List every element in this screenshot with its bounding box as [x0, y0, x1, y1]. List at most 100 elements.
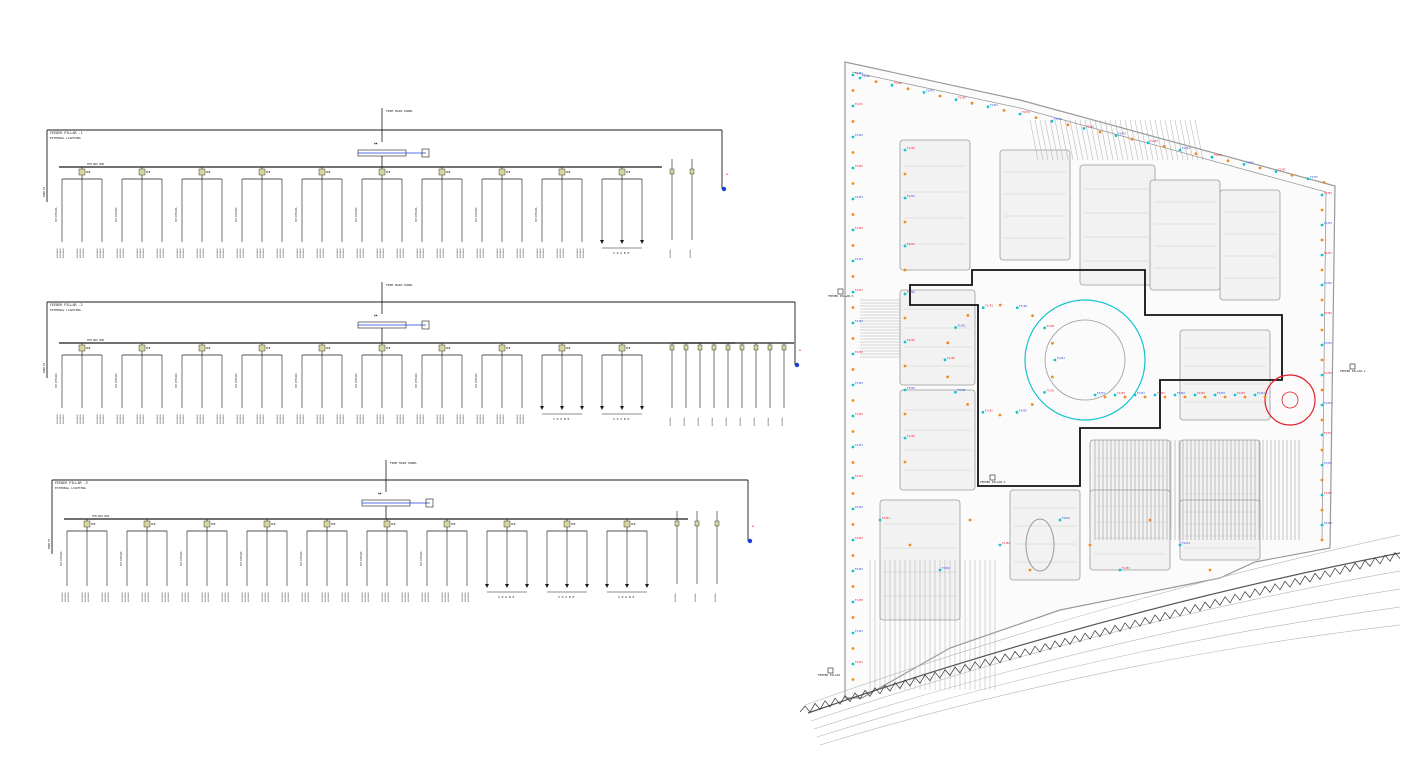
- svg-text:XXXXXXXX: XXXXXXXX: [182, 592, 184, 602]
- svg-text:CKT DETAILS: CKT DETAILS: [175, 207, 178, 222]
- building-block: [999, 149, 1071, 261]
- svg-text:XXXXXXXX: XXXXXXXX: [277, 414, 279, 424]
- svg-text:XXXXXXXX: XXXXXXXX: [237, 414, 239, 424]
- spare-label: S P A R E: [558, 595, 574, 599]
- light-fixture: [968, 518, 972, 522]
- light-fixture: [1123, 395, 1127, 399]
- svg-text:XXXXXXXX: XXXXXXXX: [420, 248, 422, 258]
- svg-text:XXXXXXXX: XXXXXXXX: [477, 414, 479, 424]
- mcb-symbol: [438, 168, 446, 176]
- svg-text:XXXXXXXX: XXXXXXXX: [402, 592, 404, 602]
- light-fixture: [890, 83, 894, 87]
- circuit-tag: F1/R1: [855, 71, 863, 75]
- light-fixture: [851, 337, 855, 340]
- svg-text:MCB: MCB: [331, 523, 336, 526]
- circuit-tag: F3/R3: [907, 386, 915, 390]
- arrow-head: [625, 584, 629, 588]
- svg-text:XXXXXXXX: XXXXXXXX: [465, 592, 467, 602]
- parking-hatch: [860, 119, 1300, 690]
- circuit-tag: F2/R1: [1324, 431, 1332, 435]
- feeder-title: FEEDER PILLAR -1: [50, 131, 83, 135]
- light-fixture: [903, 436, 907, 440]
- road-curve: [819, 624, 1401, 746]
- svg-text:XXXXXXXX: XXXXXXXX: [303, 248, 305, 258]
- light-fixture: [1050, 375, 1054, 379]
- svg-text:XXXXXXXX: XXXXXXXX: [480, 414, 482, 424]
- circuit-tag: F3/R2: [855, 505, 863, 509]
- circuit-tag: F2/R1: [855, 288, 863, 292]
- light-fixture: [1320, 418, 1324, 422]
- light-fixture: [851, 600, 855, 604]
- arrow-head: [640, 240, 644, 244]
- mcb-symbol: [683, 344, 689, 351]
- svg-text:XXXXXXXX: XXXXXXXX: [323, 414, 325, 424]
- svg-text:XXXXXXXX: XXXXXXXX: [102, 592, 104, 602]
- svg-text:MCB: MCB: [86, 171, 91, 174]
- light-fixture: [1146, 141, 1150, 145]
- light-fixture: [938, 568, 942, 572]
- feeder-pillar-symbol: [989, 474, 996, 481]
- light-fixture: [1178, 543, 1182, 547]
- svg-text:MCB: MCB: [151, 523, 156, 526]
- light-fixture: [966, 313, 970, 317]
- svg-text:XXXXXXXX: XXXXXXXX: [325, 592, 327, 602]
- svg-text:XXXXXXXX: XXXXXXXX: [328, 592, 330, 602]
- circuit-tag: F2/R1: [882, 516, 890, 520]
- building-block: [899, 389, 976, 491]
- svg-text:XXXXXXXX: XXXXXXXX: [397, 414, 399, 424]
- mcb-symbol: [143, 520, 151, 528]
- light-fixture: [1320, 238, 1324, 242]
- road-curve: [810, 570, 1401, 722]
- svg-text:XXXXXXXX: XXXXXXXX: [445, 592, 447, 602]
- circuit-tag: F2/R1: [907, 242, 915, 246]
- svg-text:XXXXXXXX: XXXXXXXX: [417, 414, 419, 424]
- svg-text:XXXXXXXX: XXXXXXXX: [220, 414, 222, 424]
- svg-text:XXXXXXXX: XXXXXXXX: [423, 414, 425, 424]
- mcb-symbol: [753, 344, 759, 351]
- light-fixture: [1153, 393, 1157, 397]
- arrow-head: [485, 584, 489, 588]
- svg-text:XXXXXXXX: XXXXXXXX: [157, 414, 159, 424]
- roundabout-center: [1281, 391, 1299, 409]
- circuit-tag: F1/R1: [855, 629, 863, 633]
- circuit-tag: F1/B3: [1117, 391, 1125, 395]
- light-fixture: [1320, 523, 1324, 527]
- svg-text:XXXXXXXX: XXXXXXXX: [205, 592, 207, 602]
- svg-text:XXXXXXXX: XXXXXXXX: [77, 414, 79, 424]
- light-fixture: [922, 91, 926, 94]
- road-curve: [816, 606, 1401, 738]
- svg-text:XXXXXXXX: XXXXXXXX: [243, 248, 245, 258]
- circuit-tag: F2/R1: [1022, 110, 1030, 114]
- light-fixture: [851, 259, 855, 263]
- svg-text:XXXXXXXX: XXXXXXXX: [97, 248, 99, 258]
- building-block: [1219, 189, 1281, 301]
- mcb-symbol: [258, 344, 266, 352]
- light-fixture: [851, 507, 855, 511]
- svg-text:XXXXXXXX: XXXXXXXX: [202, 592, 204, 602]
- svg-text:XXXXXXXX: XXXXXXXX: [400, 414, 402, 424]
- svg-text:XXXXXXXX: XXXXXXXX: [282, 592, 284, 602]
- svg-text:XXXXXXXX: XXXXXXXX: [497, 248, 499, 258]
- circuit-tag: F2/B2: [855, 164, 863, 168]
- light-fixture: [1194, 152, 1198, 156]
- circuit-tag: F1/B3: [1122, 566, 1130, 570]
- light-fixture: [1320, 313, 1324, 317]
- circuit-tag: F3/R2: [1019, 408, 1027, 412]
- circuit-tag: F1/R1: [1182, 146, 1190, 150]
- light-fixture: [981, 410, 985, 414]
- light-fixture: [1043, 326, 1047, 330]
- circuit-tag: F3/R2: [1177, 391, 1185, 395]
- arrow-head: [560, 406, 564, 410]
- building-block: [899, 289, 976, 386]
- svg-text:XXXXXXXX: XXXXXXXX: [128, 592, 130, 602]
- svg-text:XXXXXXXX: XXXXXXXX: [362, 592, 364, 602]
- svg-text:XXXXXXXX: XXXXXXXX: [257, 248, 259, 258]
- light-fixture: [851, 306, 855, 309]
